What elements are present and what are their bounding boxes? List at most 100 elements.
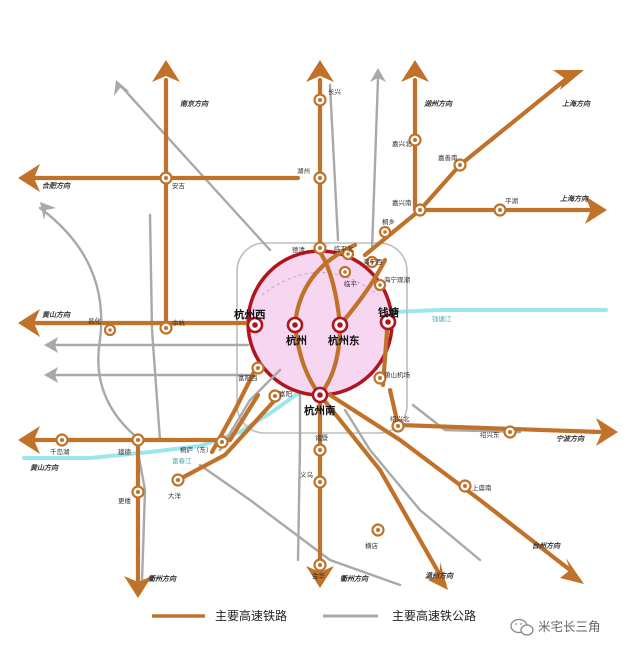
station-shangyu-south xyxy=(458,479,472,493)
station-jiashan-south xyxy=(453,158,467,172)
highway-southwest-link xyxy=(218,368,282,452)
arrow-ningbo xyxy=(596,418,618,446)
station-shaoxing-east xyxy=(503,425,517,439)
arrow-shanghai-ne xyxy=(553,70,584,90)
label-dir-huzhou: 湖州方向 xyxy=(424,99,453,108)
station-huzhou xyxy=(313,171,327,185)
legend: 主要高速铁路 主要高速铁公路 xyxy=(152,608,476,623)
arrow-shanghai-e xyxy=(585,196,607,224)
label-changxing: 长兴 xyxy=(328,87,342,96)
wechat-icon xyxy=(510,618,534,636)
highway-nanjing xyxy=(118,83,272,252)
stations xyxy=(55,93,517,572)
station-xiaoshan-airport xyxy=(373,371,387,385)
label-jiaxing-south: 嘉兴南 xyxy=(392,198,412,207)
label-hub-hangzhou-west: 杭州西 xyxy=(234,308,266,321)
station-jiaxing-south xyxy=(413,203,427,217)
station-linping xyxy=(338,265,352,279)
label-dir-nanjing: 南京方向 xyxy=(180,99,209,108)
arrow-huangshan-w xyxy=(18,309,40,337)
highway-north-2 xyxy=(370,76,380,252)
core-ring xyxy=(246,249,394,397)
arrow-wenzhou xyxy=(428,562,448,590)
label-hengdian: 横店 xyxy=(365,541,379,550)
legend-rail-label: 主要高速铁路 xyxy=(215,608,287,623)
highway-network xyxy=(38,76,522,587)
label-yuhang: 余杭 xyxy=(172,318,186,327)
station-changxing xyxy=(313,93,327,107)
hub-stations xyxy=(246,313,397,404)
rail-core-2 xyxy=(317,249,343,328)
station-anji xyxy=(159,171,173,185)
arrow-jinhua xyxy=(306,566,334,588)
arrow-hwy-west-1 xyxy=(44,337,58,353)
rail-taizhou xyxy=(327,392,573,573)
label-dir-shanghai-e: 上海方向 xyxy=(560,194,589,203)
watermark-text: 米宅长三角 xyxy=(538,619,601,634)
rail-dayang xyxy=(175,397,278,483)
label-jinhua: 金华 xyxy=(312,571,326,580)
label-gengtou: 更楼 xyxy=(118,496,132,505)
label-qiantang-river: 钱塘江 xyxy=(432,314,452,323)
arrow-quzhou xyxy=(124,576,152,598)
hub-hangzhou xyxy=(286,316,304,334)
station-changhua xyxy=(103,323,117,337)
hub-labels: 杭州西 杭州 杭州东 钱塘 杭州南 xyxy=(234,306,399,417)
label-jiaxing-north: 嘉兴北 xyxy=(392,139,412,148)
label-deqing: 德清 xyxy=(292,245,306,254)
label-hub-hangzhou-south: 杭州南 xyxy=(304,404,336,417)
label-dir-ningbo: 宁波方向 xyxy=(556,434,585,443)
label-yuhang-east: 临平北 xyxy=(334,244,354,253)
label-tonglu: 桐庐（东） xyxy=(180,445,213,454)
arrow-hwy-hefei xyxy=(40,202,56,220)
station-dayang xyxy=(171,473,185,487)
highway-hefei xyxy=(38,206,142,442)
highway-north-west xyxy=(148,213,162,442)
label-shangyu-south: 上虞南 xyxy=(472,483,492,492)
station-hengdian xyxy=(371,523,385,537)
label-hub-qiantang: 钱塘 xyxy=(378,306,399,319)
arrows xyxy=(18,60,618,598)
label-dir-jinhua: 衢州方向 xyxy=(340,574,369,583)
label-tongxiang: 桐乡 xyxy=(382,217,395,226)
rail-shanghai-ne xyxy=(362,77,568,258)
station-jiande xyxy=(131,433,145,447)
legend-highway-label: 主要高速铁公路 xyxy=(392,608,476,623)
label-changhua: 昌化 xyxy=(88,316,102,325)
highway-south-east xyxy=(198,463,402,587)
label-xiaoshan-airport: 萧山机场 xyxy=(384,370,411,379)
label-jiande: 建德 xyxy=(118,447,132,456)
station-shaoxing-north xyxy=(391,419,405,433)
label-shaoxing-east: 绍兴东 xyxy=(480,430,500,439)
rail-wenzhou xyxy=(317,392,443,578)
station-jinhua xyxy=(313,558,327,572)
arrow-hwy-west-2 xyxy=(44,367,58,383)
station-yiwu xyxy=(313,475,327,489)
station-fuyang-west xyxy=(251,361,265,375)
rail-core-3 xyxy=(337,257,388,328)
label-dir-quzhou: 衢州方向 xyxy=(148,574,177,583)
station-zhuji xyxy=(313,443,327,457)
highway-se xyxy=(343,408,482,562)
label-qiandaohu: 千岛湖 xyxy=(50,447,70,456)
watermark: 米宅长三角 xyxy=(510,618,601,636)
label-yiwu: 义乌 xyxy=(300,470,313,479)
station-labels: 长兴 嘉兴北 嘉善南 平湖 嘉兴南 桐乡 湖州 安吉 德清 临平北 海宁西 临平… xyxy=(50,87,519,580)
label-dayang: 大洋 xyxy=(168,491,182,500)
hub-hangzhou-south xyxy=(311,386,329,404)
label-dir-taizhou: 台州方向 xyxy=(532,541,561,550)
label-dir-huangshan-sw: 黄山方向 xyxy=(30,463,59,472)
label-fuchun-river: 富春江 xyxy=(172,456,192,465)
label-dir-shanghai-ne: 上海方向 xyxy=(562,99,591,108)
arrow-huangshan-sw xyxy=(18,426,40,454)
station-jiaxing-north xyxy=(408,133,422,147)
label-hub-hangzhou-east: 杭州东 xyxy=(328,334,360,347)
label-fuyang-west: 富阳西 xyxy=(238,373,258,382)
hub-hangzhou-east xyxy=(331,316,349,334)
label-jiashan-south: 嘉善南 xyxy=(438,153,458,162)
river-labels: 钱塘江 富春江 xyxy=(172,314,452,465)
arrow-hwy-north xyxy=(370,68,386,82)
arrow-hwy-nanjing xyxy=(114,80,130,96)
rail-link-sw xyxy=(227,392,261,443)
